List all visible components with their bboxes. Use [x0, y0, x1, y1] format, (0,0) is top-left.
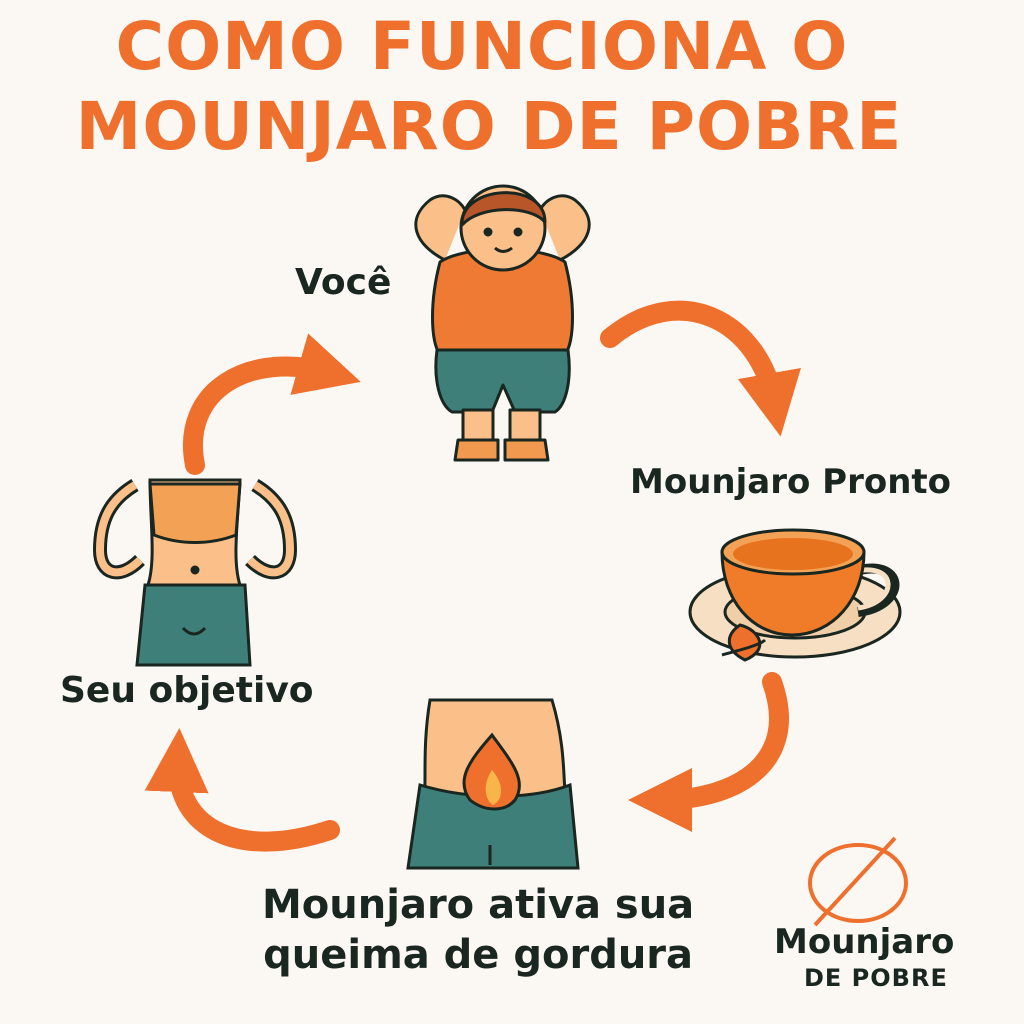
- slim-waist-icon: [92, 478, 298, 667]
- step-label-queima-gordura: Mounjaro ativa sua queima de gordura: [262, 880, 694, 980]
- step-label-queima-line-2: queima de gordura: [263, 932, 694, 978]
- title-line-2: MOUNJARO DE POBRE: [75, 88, 903, 165]
- logo-text-line-2: DE POBRE: [804, 964, 948, 992]
- cycle-arrow-right: [628, 672, 789, 832]
- overweight-person-icon: [414, 184, 591, 462]
- cycle-arrow-bottom-left: [144, 728, 340, 852]
- logo-mark-icon: [808, 836, 908, 927]
- step-label-voce: Você: [295, 262, 392, 303]
- tea-cup-icon: [688, 528, 902, 662]
- step-label-queima-line-1: Mounjaro ativa sua: [262, 882, 695, 928]
- step-label-seu-objetivo: Seu objetivo: [60, 670, 314, 711]
- title-line-1: COMO FUNCIONA O: [115, 8, 849, 85]
- fat-burning-belly-icon: [406, 698, 580, 870]
- cycle-arrow-left: [183, 333, 361, 475]
- step-label-mounjaro-pronto: Mounjaro Pronto: [630, 462, 952, 502]
- logo-text-line-1: Mounjaro: [774, 922, 955, 962]
- cycle-arrow-top-right: [600, 300, 801, 437]
